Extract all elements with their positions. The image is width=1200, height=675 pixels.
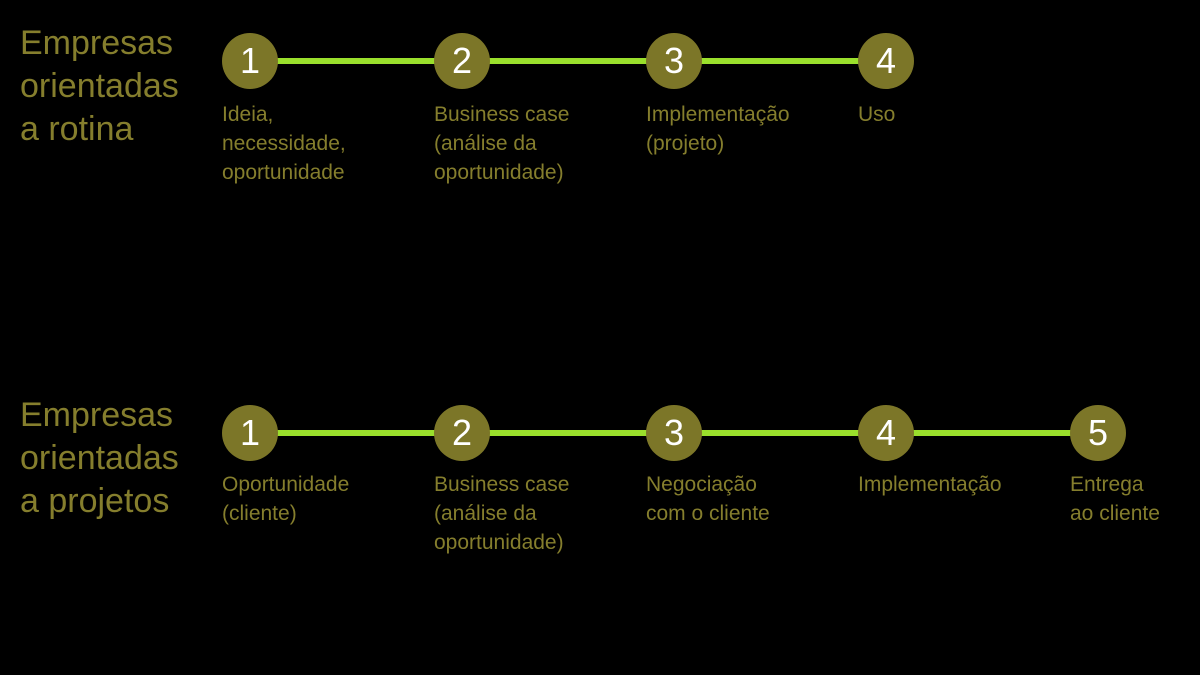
step-label: Implementação xyxy=(858,473,1002,496)
step-circle-3: 3 xyxy=(646,33,702,89)
step-number: 1 xyxy=(239,40,261,81)
step-label: Oportunidade (cliente) xyxy=(222,473,350,525)
step-circle-2: 2 xyxy=(434,405,490,461)
step-circle-4: 4 xyxy=(858,405,914,461)
step-circle-4: 4 xyxy=(858,33,914,89)
step-label: Uso xyxy=(858,103,896,126)
step-label: Ideia, necessidade, oportunidade xyxy=(222,103,346,184)
step-number: 2 xyxy=(451,40,473,81)
step-number: 1 xyxy=(239,412,261,453)
step-number: 2 xyxy=(451,412,473,453)
step-number: 3 xyxy=(663,412,685,453)
step-number: 4 xyxy=(875,40,897,81)
timeline-line-rotina xyxy=(250,58,886,64)
step-circle-1: 1 xyxy=(222,405,278,461)
row-heading-projetos: Empresas orientadas a projetos xyxy=(20,396,179,520)
step-circle-2: 2 xyxy=(434,33,490,89)
step-circle-1: 1 xyxy=(222,33,278,89)
step-number: 4 xyxy=(875,412,897,453)
step-label: Implementação (projeto) xyxy=(646,103,790,155)
step-circle-5: 5 xyxy=(1070,405,1126,461)
step-label: Entrega ao cliente xyxy=(1070,473,1160,525)
step-number: 5 xyxy=(1087,412,1109,453)
row-heading-rotina: Empresas orientadas a rotina xyxy=(20,24,179,148)
step-label: Business case (análise da oportunidade) xyxy=(434,103,570,184)
step-label: Business case (análise da oportunidade) xyxy=(434,473,570,554)
step-circle-3: 3 xyxy=(646,405,702,461)
step-label: Negociação com o cliente xyxy=(646,473,770,525)
step-number: 3 xyxy=(663,40,685,81)
